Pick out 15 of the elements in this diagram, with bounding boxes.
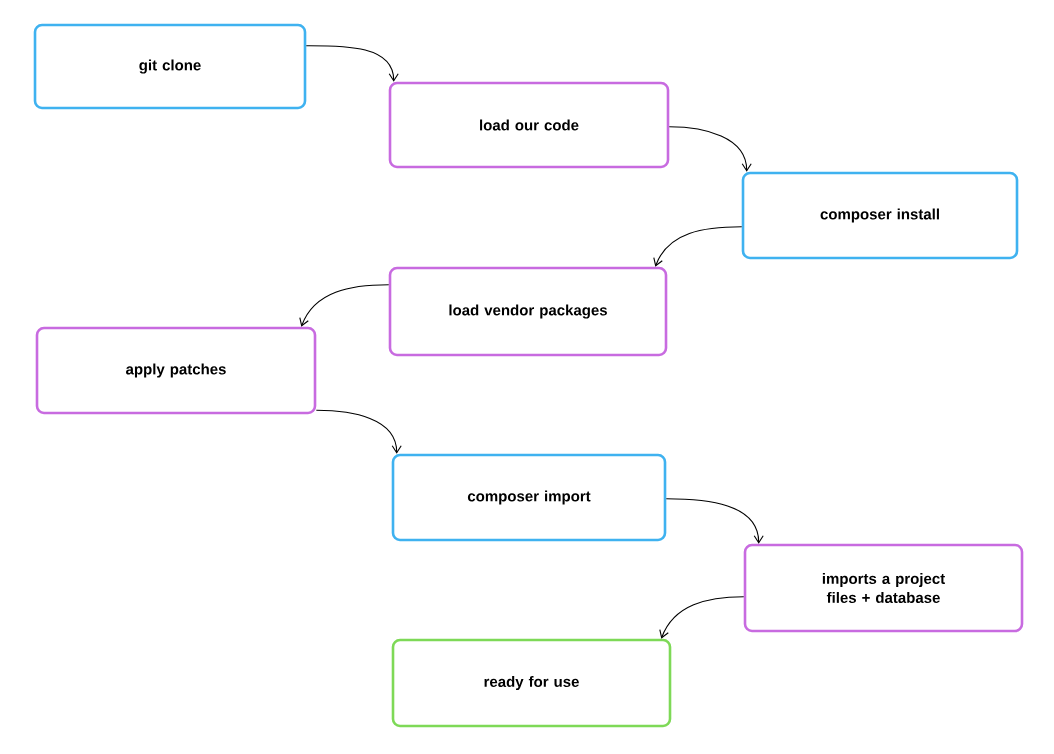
process-box: git clone	[33, 23, 307, 110]
process-box: imports a project files + database	[743, 543, 1024, 633]
process-box: composer install	[741, 171, 1019, 260]
arrow	[653, 226, 743, 267]
arrow	[668, 126, 752, 172]
process-box: composer import	[391, 453, 667, 542]
process-box: apply patches	[35, 326, 317, 415]
arrow	[299, 284, 390, 327]
process-box: load vendor packages	[388, 266, 668, 357]
arrow	[315, 409, 402, 454]
arrow	[659, 596, 745, 639]
arrow	[665, 498, 764, 544]
arrow	[305, 45, 399, 82]
process-box: ready for use	[391, 638, 672, 728]
process-box: load our code	[388, 81, 670, 169]
